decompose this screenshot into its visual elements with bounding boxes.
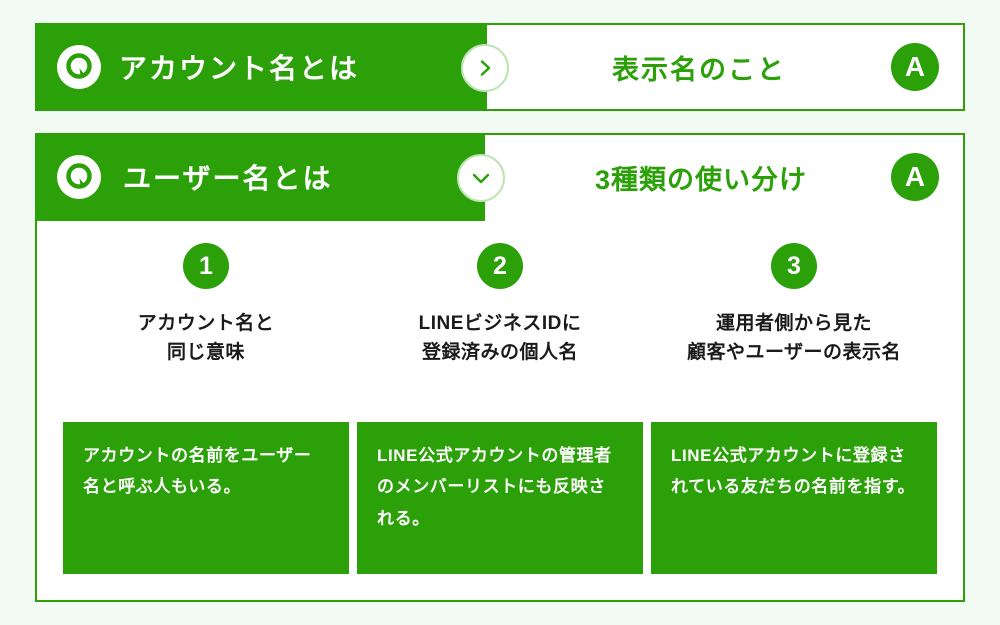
- chevron-right-icon[interactable]: [461, 44, 509, 92]
- q-icon: [57, 45, 101, 89]
- question-bar[interactable]: アカウント名とは: [35, 23, 487, 111]
- column-title: LINEビジネスIDに 登録済みの個人名: [418, 313, 582, 364]
- chevron-down-icon[interactable]: [457, 154, 505, 202]
- faq-item-user-name[interactable]: ユーザー名とは 3種類の使い分け A 1 アカウント名と 同じ意味 アカウントの…: [35, 133, 965, 602]
- number-badge: 2: [477, 243, 523, 289]
- answer-text: 表示名のこと: [612, 54, 786, 85]
- column-title: 運用者側から見た 顧客やユーザーの表示名: [686, 313, 902, 364]
- number-badge: 1: [183, 243, 229, 289]
- column-note: LINE公式アカウントの管理者のメンバーリストにも反映される。: [357, 422, 643, 574]
- answer-row: 表示名のこと: [489, 25, 963, 109]
- detail-column-2: 2 LINEビジネスIDに 登録済みの個人名 LINE公式アカウントの管理者のメ…: [357, 221, 643, 600]
- detail-column-3: 3 運用者側から見た 顧客やユーザーの表示名 LINE公式アカウントに登録されて…: [651, 221, 937, 600]
- answer-detail-columns: 1 アカウント名と 同じ意味 アカウントの名前をユーザー名と呼ぶ人もいる。 2 …: [37, 221, 963, 600]
- answer-row: 3種類の使い分け: [487, 135, 963, 219]
- question-bar[interactable]: ユーザー名とは: [35, 133, 485, 221]
- question-text: ユーザー名とは: [123, 163, 333, 194]
- a-badge: A: [891, 43, 939, 91]
- q-icon: [57, 155, 101, 199]
- column-title: アカウント名と 同じ意味: [137, 313, 275, 364]
- column-note: アカウントの名前をユーザー名と呼ぶ人もいる。: [63, 422, 349, 574]
- answer-text: 3種類の使い分け: [594, 164, 808, 195]
- faq-item-account-name[interactable]: アカウント名とは 表示名のこと A: [35, 23, 965, 111]
- detail-column-1: 1 アカウント名と 同じ意味 アカウントの名前をユーザー名と呼ぶ人もいる。: [63, 221, 349, 600]
- question-text: アカウント名とは: [119, 53, 360, 84]
- a-badge: A: [891, 153, 939, 201]
- column-note: LINE公式アカウントに登録されている友だちの名前を指す。: [651, 422, 937, 574]
- number-badge: 3: [771, 243, 817, 289]
